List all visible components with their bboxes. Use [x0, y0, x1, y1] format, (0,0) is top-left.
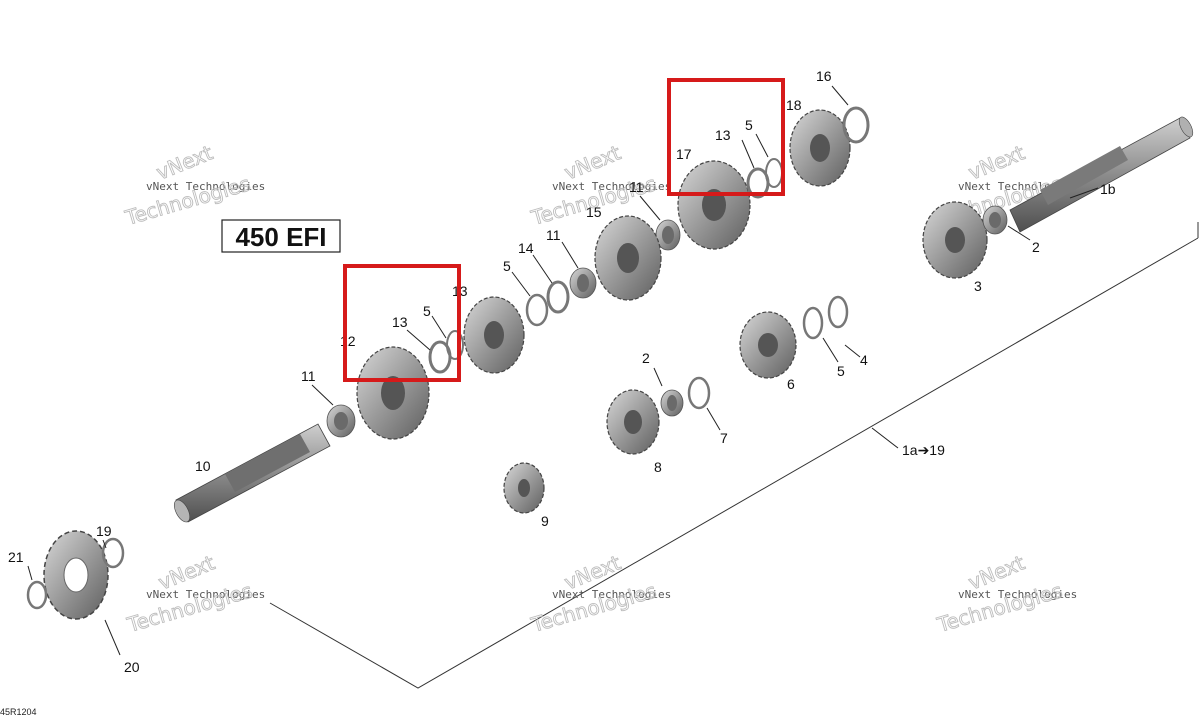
callout-12: 12: [340, 333, 356, 349]
bushing-part: [326, 404, 356, 438]
callout-5: 5: [503, 258, 511, 274]
gear-part: [503, 462, 545, 514]
highlight-box-lower: [343, 264, 461, 382]
callout-15: 14: [518, 240, 534, 256]
washer-part: [525, 293, 549, 327]
callout-17: 17: [676, 146, 692, 162]
callout-6: 6: [787, 376, 795, 392]
callout-labels: 16 18 13 5 17 11 15 11 14 5 13 13 5 12 1…: [8, 68, 1116, 675]
callout-11: 11: [546, 227, 561, 243]
callout-3: 3: [974, 278, 982, 294]
callout-11: 11: [301, 368, 316, 384]
callout-8: 8: [654, 459, 662, 475]
callout-5: 5: [423, 303, 431, 319]
input-shaft-part: [173, 423, 331, 523]
watermark-text: vNext Technologies: [146, 588, 265, 601]
washer-part: [842, 106, 870, 144]
washer-part: [687, 376, 711, 410]
callout-19: 16: [816, 68, 832, 84]
model-tag: 450 EFI: [221, 219, 341, 253]
callout-13: 13: [392, 314, 408, 330]
ring-part: [446, 330, 464, 360]
gear-part: [606, 389, 660, 455]
gear-part: [789, 109, 851, 187]
gear-part: [594, 215, 662, 301]
callout-2: 2: [642, 350, 650, 366]
highlight-box-upper: [667, 78, 785, 196]
callout-20: 19: [96, 523, 112, 539]
gear-part: [922, 201, 988, 279]
callout-assembly: 1a➔19: [902, 442, 945, 458]
watermark-bottom-right: vNext Technologies vNext Technologies: [933, 550, 1077, 638]
callout-18: 18: [786, 97, 802, 113]
watermark-text: vNext: [965, 140, 1028, 184]
callout-22: 21: [8, 549, 24, 565]
callout-2: 2: [1032, 239, 1040, 255]
gear-part: [739, 311, 797, 379]
model-tag-text: 450 EFI: [235, 222, 326, 252]
watermark-text: vNext Technologies: [552, 588, 671, 601]
callout-4: 4: [860, 352, 868, 368]
callout-5: 5: [837, 363, 845, 379]
callout-10: 10: [195, 458, 211, 474]
clip-part: [101, 537, 125, 569]
callout-11: 11: [629, 179, 644, 195]
output-shaft-part: [1009, 116, 1194, 233]
washer-part: [546, 280, 570, 314]
watermark-text: vNext Technologies: [958, 588, 1077, 601]
washer-part: [827, 295, 849, 329]
watermark-bottom-left: vNext Technologies vNext Technologies: [123, 550, 265, 638]
leader-lines: [27, 85, 1099, 656]
callout-7: 7: [720, 430, 728, 446]
bushing-part: [655, 219, 681, 251]
watermark-text: vNext: [153, 140, 216, 184]
callout-1b: 1b: [1100, 181, 1116, 197]
ring-part: [765, 158, 783, 188]
watermark-text: vNext: [561, 140, 624, 184]
gear-part: [677, 160, 751, 250]
watermark-text: vNext Technologies: [146, 180, 265, 193]
callout-21: 20: [124, 659, 140, 675]
bushing-part: [569, 267, 597, 299]
washer-part: [802, 306, 824, 340]
bushing-part: [660, 389, 684, 417]
sprocket-part: [43, 530, 109, 620]
callout-16: 15: [586, 204, 602, 220]
watermark-text: vNext Technologies: [552, 180, 671, 193]
callout-13: 13: [715, 127, 731, 143]
watermark-bottom-center: vNext Technologies vNext Technologies: [527, 550, 671, 638]
drawing-code: 45R1204: [0, 707, 37, 717]
assembly-frame: [269, 222, 1199, 689]
callout-5: 5: [745, 117, 753, 133]
gear-part: [356, 346, 430, 440]
callout-9: 9: [541, 513, 549, 529]
bushing-part: [982, 205, 1008, 235]
gear-part: [463, 296, 525, 374]
watermark-top-left: vNext Technologies vNext Technologies: [121, 140, 265, 231]
circlip-part: [26, 580, 48, 610]
